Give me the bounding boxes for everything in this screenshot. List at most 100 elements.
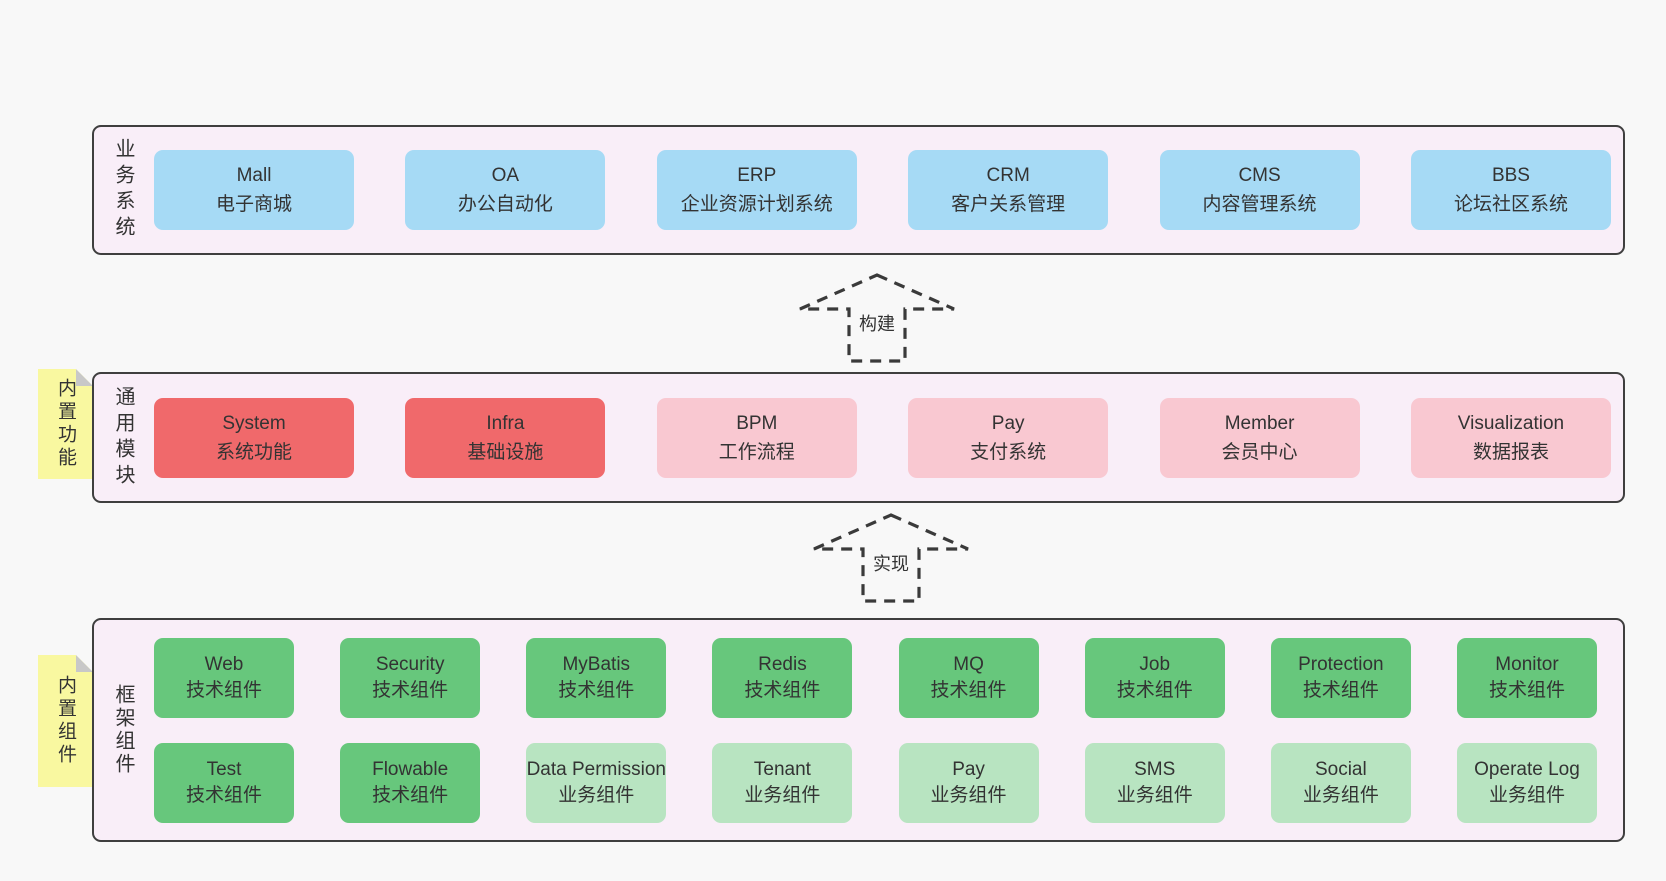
box-test: Test 技术组件 — [154, 742, 294, 823]
box-sms: SMS 业务组件 — [1084, 742, 1225, 823]
box-pay: Pay 支付系统 — [908, 397, 1109, 478]
box-subtitle: 技术组件 — [1302, 679, 1379, 701]
sticky-note-built-in-components: 内置组件 — [38, 655, 93, 787]
box-subtitle: 技术组件 — [1116, 679, 1193, 701]
box-title: Tenant — [753, 758, 811, 780]
note-label: 内置功能 — [55, 378, 76, 470]
box-operate-log: Operate Log 业务组件 — [1456, 742, 1597, 823]
modules-box-row: System 系统功能 Infra 基础设施 BPM 工作流程 Pay 支付系统… — [154, 374, 1623, 501]
box-tenant: Tenant 业务组件 — [712, 742, 853, 823]
box-subtitle: 技术组件 — [558, 679, 635, 701]
box-subtitle: 技术组件 — [372, 784, 449, 806]
box-subtitle: 业务组件 — [930, 784, 1007, 806]
box-subtitle: 电子商城 — [215, 194, 292, 215]
box-subtitle: 办公自动化 — [457, 194, 553, 215]
box-subtitle: 支付系统 — [970, 441, 1047, 463]
box-protection: Protection 技术组件 — [1270, 637, 1411, 718]
box-title: CRM — [986, 165, 1030, 186]
box-title: CMS — [1238, 165, 1281, 186]
box-subtitle: 业务组件 — [1302, 784, 1379, 806]
box-title: Protection — [1298, 653, 1384, 675]
box-title: OA — [491, 165, 520, 186]
arrow-up-icon — [799, 273, 955, 363]
box-title: ERP — [737, 165, 777, 186]
panel-vertical-label: 通用模块 — [112, 385, 134, 490]
box-cms: CMS 内容管理系统 — [1159, 150, 1360, 230]
box-member: Member 会员中心 — [1159, 397, 1360, 478]
box-subtitle: 数据报表 — [1472, 441, 1549, 463]
box-title: Flowable — [372, 758, 449, 780]
box-title: Operate Log — [1474, 758, 1580, 780]
box-subtitle: 业务组件 — [744, 784, 821, 806]
arrow-build-label: 构建 — [855, 309, 899, 337]
note-fold-corner — [76, 369, 93, 386]
box-oa: OA 办公自动化 — [405, 150, 606, 230]
note-label: 内置组件 — [55, 675, 76, 767]
framework-box-grid: Web 技术组件 Security 技术组件 MyBatis 技术组件 Redi… — [154, 620, 1623, 840]
box-title: System — [222, 412, 286, 434]
box-bbs: BBS 论坛社区系统 — [1410, 150, 1611, 230]
box-title: MQ — [953, 653, 984, 675]
box-social: Social 业务组件 — [1270, 742, 1411, 823]
panel-vertical-label: 框架组件 — [112, 684, 134, 776]
box-title: Monitor — [1495, 653, 1559, 675]
box-erp: ERP 企业资源计划系统 — [656, 150, 857, 230]
box-subtitle: 系统功能 — [215, 441, 292, 463]
box-subtitle: 会员中心 — [1221, 441, 1298, 463]
box-title: Mall — [236, 165, 272, 186]
box-mybatis: MyBatis 技术组件 — [526, 637, 667, 718]
note-fold-corner — [76, 655, 93, 672]
box-subtitle: 论坛社区系统 — [1453, 194, 1568, 215]
box-subtitle: 技术组件 — [185, 784, 262, 806]
box-title: Web — [204, 653, 244, 675]
sticky-note-built-in-features: 内置功能 — [38, 369, 93, 479]
box-mq: MQ 技术组件 — [898, 637, 1039, 718]
box-title: BPM — [736, 412, 778, 434]
business-box-row: Mall 电子商城 OA 办公自动化 ERP 企业资源计划系统 CRM 客户关系… — [154, 127, 1623, 253]
box-job: Job 技术组件 — [1084, 637, 1225, 718]
box-subtitle: 技术组件 — [1488, 679, 1565, 701]
box-subtitle: 客户关系管理 — [951, 194, 1066, 215]
box-title: Job — [1139, 653, 1171, 675]
panel-common-modules: 通用模块 System 系统功能 Infra 基础设施 BPM 工作流程 Pay… — [92, 372, 1625, 503]
box-monitor: Monitor 技术组件 — [1456, 637, 1597, 718]
panel-framework-components: 框架组件 Web 技术组件 Security 技术组件 MyBatis 技术组件… — [92, 618, 1625, 842]
box-title: Redis — [758, 653, 807, 675]
box-pay-business: Pay 业务组件 — [898, 742, 1039, 823]
box-subtitle: 内容管理系统 — [1202, 194, 1317, 215]
box-redis: Redis 技术组件 — [712, 637, 853, 718]
box-subtitle: 工作流程 — [718, 441, 795, 463]
box-mall: Mall 电子商城 — [154, 150, 354, 230]
box-visualization: Visualization 数据报表 — [1410, 397, 1611, 478]
panel-vertical-label: 业务系统 — [112, 138, 134, 242]
box-title: Member — [1224, 412, 1295, 434]
box-title: Security — [375, 653, 445, 675]
box-title: Pay — [991, 412, 1025, 434]
box-system: System 系统功能 — [154, 397, 354, 478]
arrow-build: 构建 — [792, 272, 962, 364]
box-title: MyBatis — [562, 653, 631, 675]
box-infra: Infra 基础设施 — [405, 397, 606, 478]
box-subtitle: 基础设施 — [467, 441, 544, 463]
box-subtitle: 业务组件 — [558, 784, 635, 806]
box-subtitle: 业务组件 — [1488, 784, 1565, 806]
box-web: Web 技术组件 — [154, 637, 294, 718]
box-crm: CRM 客户关系管理 — [908, 150, 1109, 230]
box-title: Test — [206, 758, 242, 780]
box-title: Infra — [486, 412, 525, 434]
box-title: Social — [1314, 758, 1367, 780]
box-title: Visualization — [1457, 412, 1565, 434]
arrow-implement: 实现 — [806, 512, 976, 604]
box-bpm: BPM 工作流程 — [656, 397, 857, 478]
box-title: Data Permission — [526, 758, 666, 780]
box-title: BBS — [1491, 165, 1530, 186]
box-subtitle: 技术组件 — [372, 679, 449, 701]
box-title: Pay — [952, 758, 985, 780]
box-data-permission: Data Permission 业务组件 — [526, 742, 667, 823]
arrow-up-icon — [813, 513, 969, 603]
box-subtitle: 技术组件 — [930, 679, 1007, 701]
arrow-implement-label: 实现 — [869, 549, 913, 577]
box-subtitle: 企业资源计划系统 — [680, 194, 833, 215]
box-subtitle: 业务组件 — [1116, 784, 1193, 806]
